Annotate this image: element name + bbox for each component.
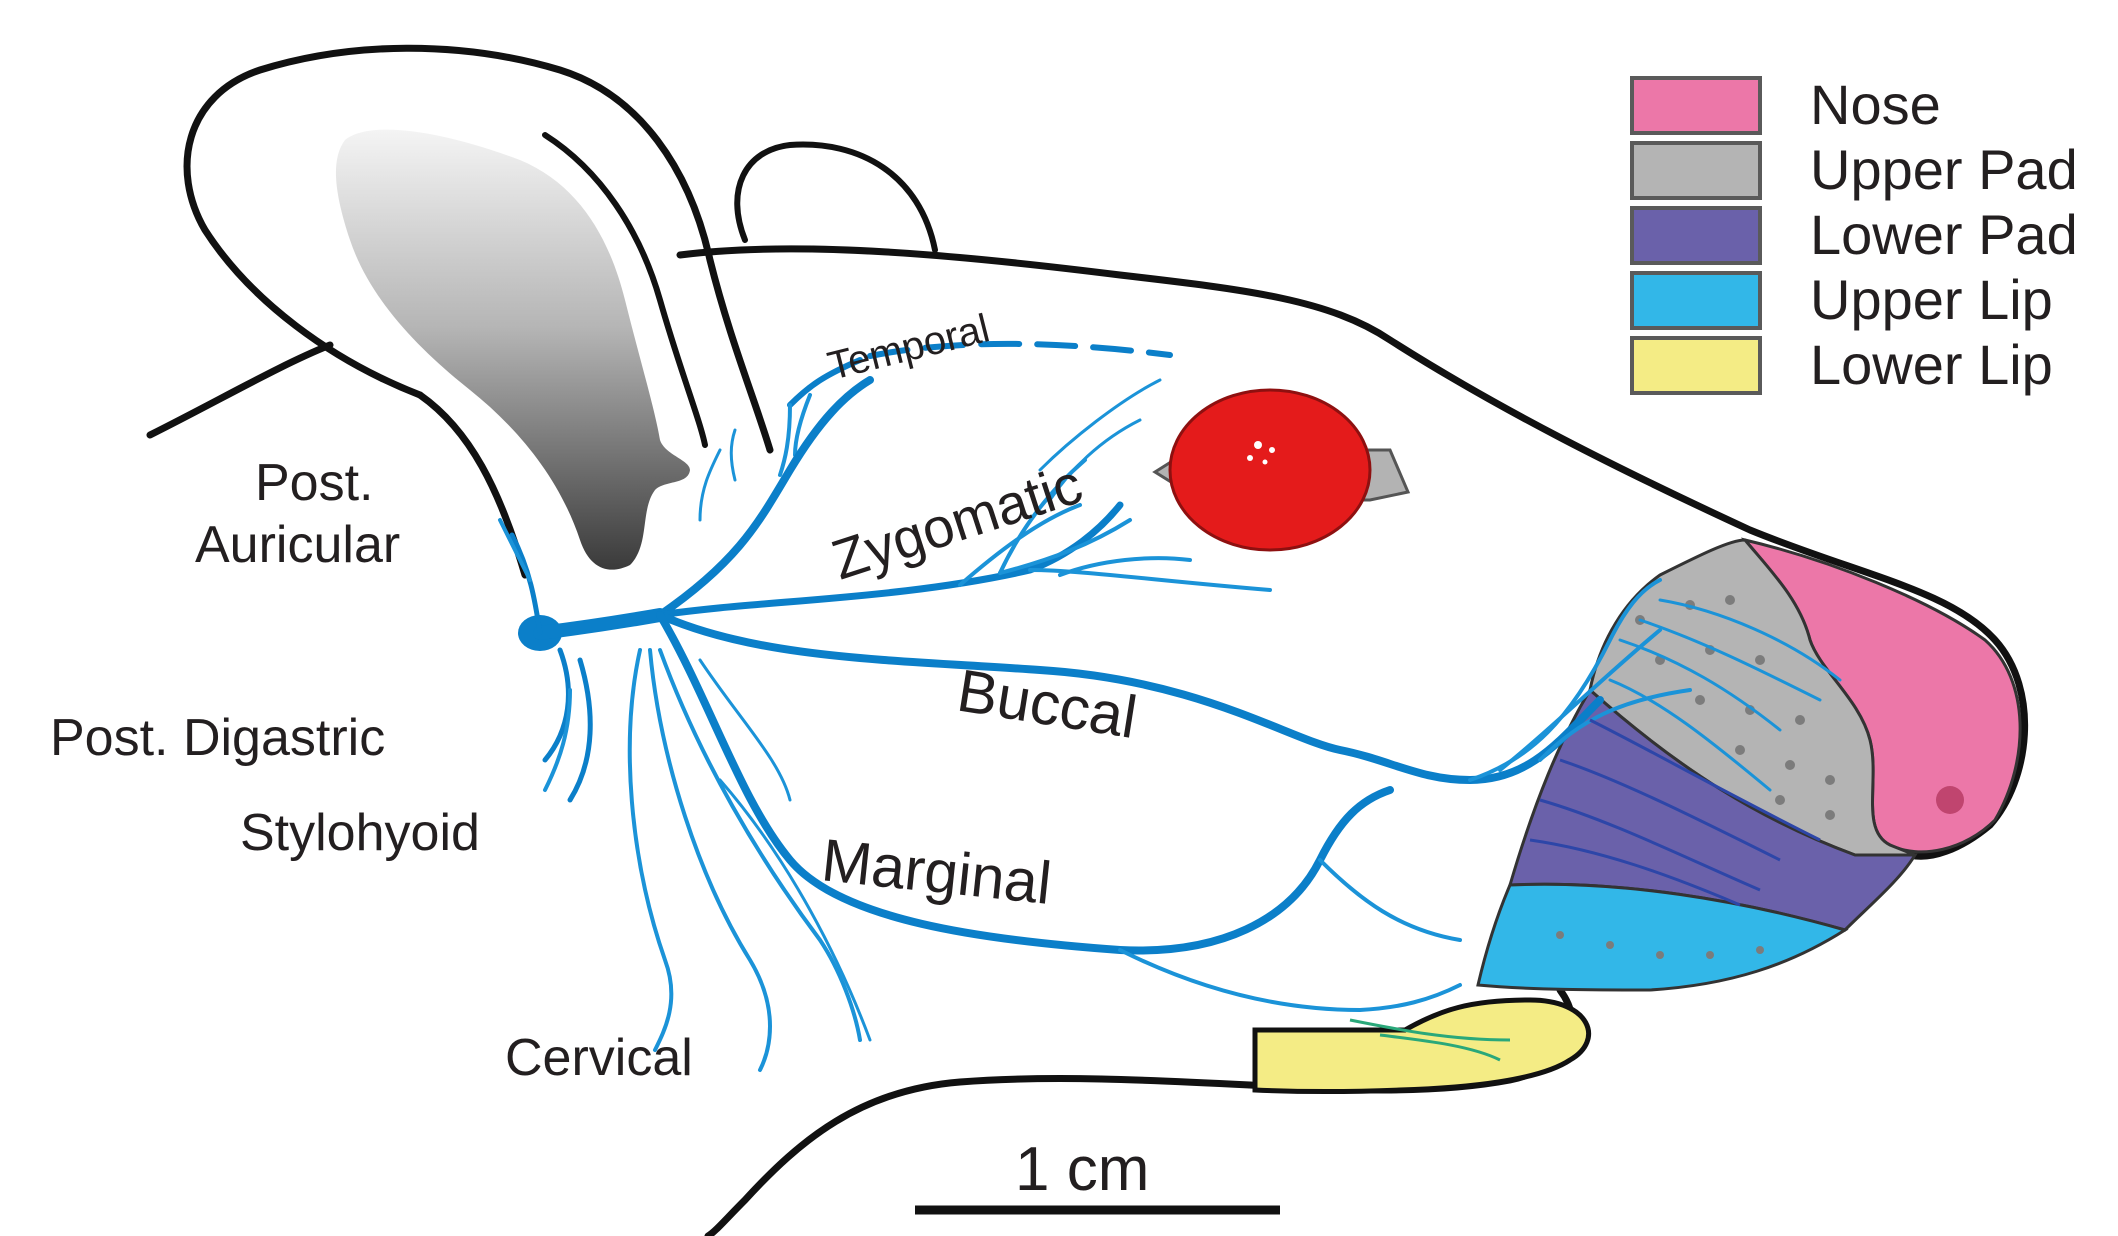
label-stylohyoid: Stylohyoid [240,804,480,862]
legend-swatch-lower-lip [1632,338,1760,393]
legend-swatch-upper-pad [1632,143,1760,198]
label-post-digastric: Post. Digastric [50,709,385,767]
scale-bar-label: 1 cm [1015,1135,1149,1204]
lower-lip-region [1255,1000,1589,1092]
legend-label-nose: Nose [1810,73,1941,136]
small-ear [737,145,935,250]
legend-label-lower-pad: Lower Pad [1810,203,2078,266]
legend-swatch-nose [1632,78,1760,133]
legend-label-upper-lip: Upper Lip [1810,268,2053,331]
eye [1155,390,1408,550]
legend-label-lower-lip: Lower Lip [1810,333,2053,396]
label-post-auricular-line1: Post. [255,454,374,512]
legend-swatch-upper-lip [1632,273,1760,328]
scale-bar: 1 cm [915,1135,1280,1210]
label-post-auricular-line2: Auricular [195,516,400,574]
legend-swatch-lower-pad [1632,208,1760,263]
label-temporal: Temporal [824,306,994,388]
label-buccal: Buccal [953,657,1141,751]
legend-label-upper-pad: Upper Pad [1810,138,2078,201]
label-cervical: Cervical [505,1029,693,1087]
